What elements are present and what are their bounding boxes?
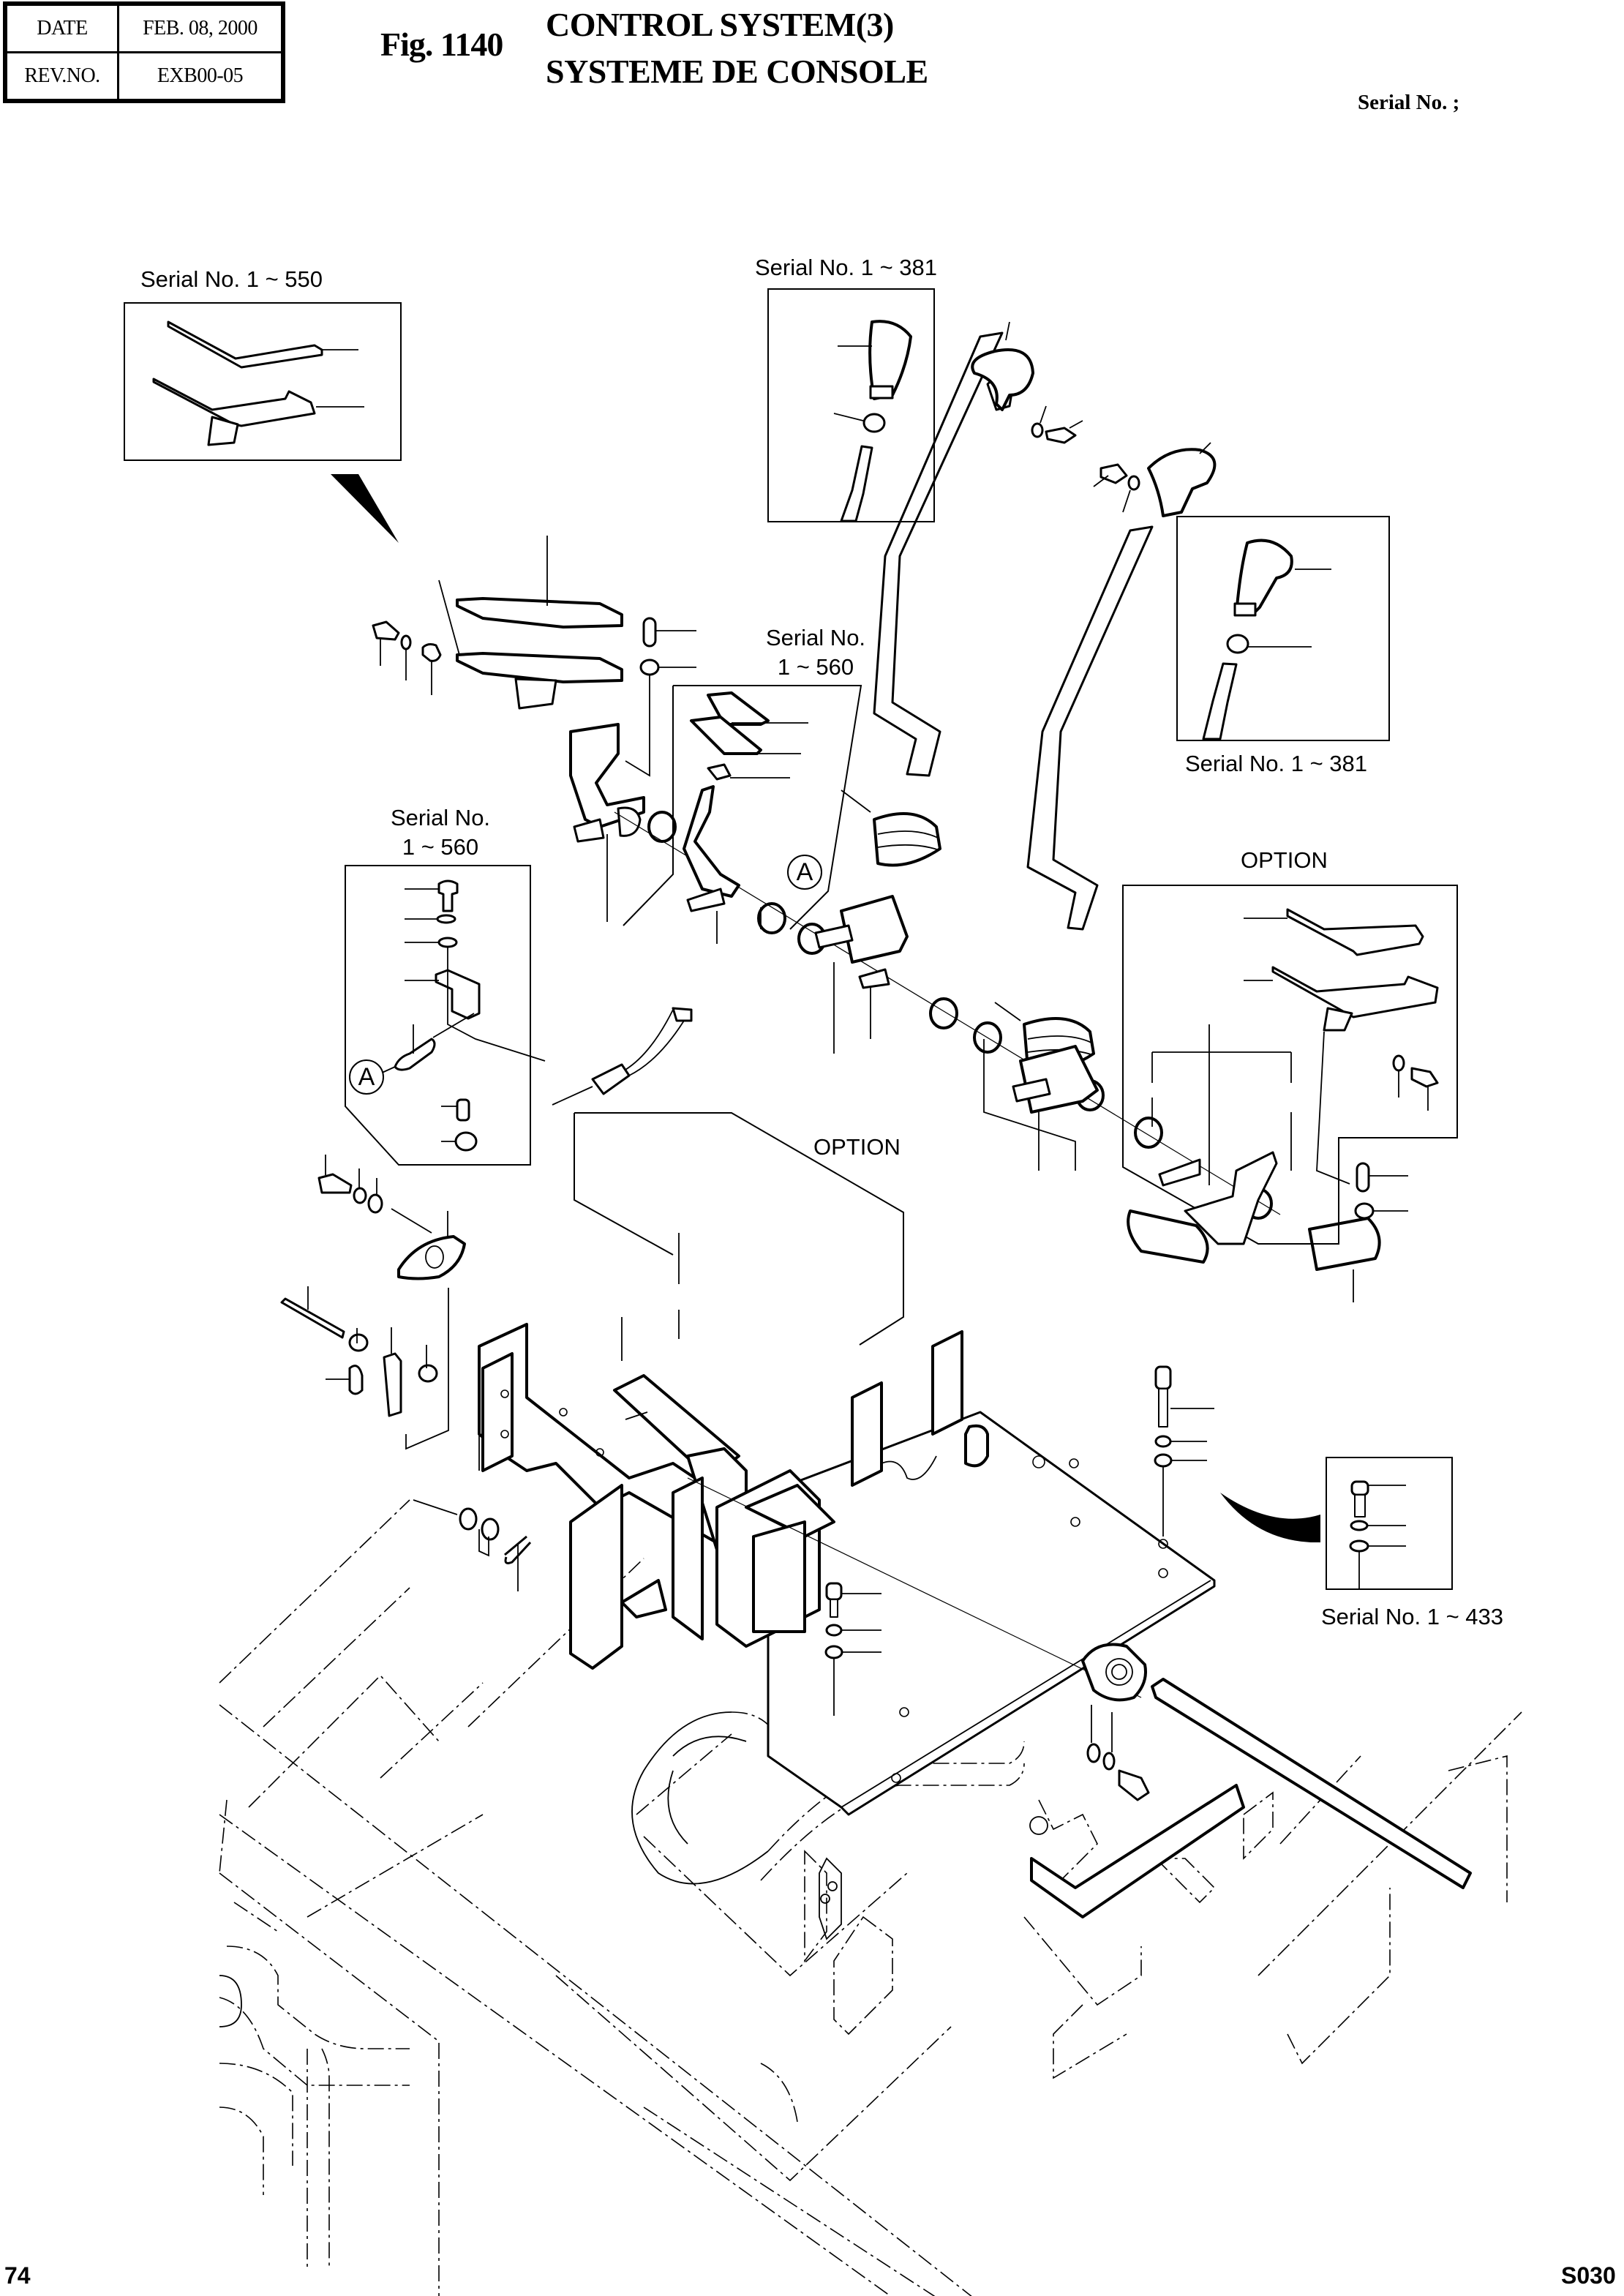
inset-pedal-pad-label: Serial No. 1 ~ 560 xyxy=(761,623,871,682)
figure-number: Fig. 1140 xyxy=(380,26,503,63)
pressure-switch xyxy=(552,1007,693,1106)
inset-bolt-set-arrow xyxy=(1220,1493,1320,1543)
title-french: SYSTEME DE CONSOLE xyxy=(546,53,928,90)
inset-spring-bracket-label-line1: Serial No. xyxy=(390,805,491,830)
socket-bolt-stack xyxy=(1154,1365,1214,1537)
left-control-lever xyxy=(873,331,1015,777)
right-control-lever xyxy=(1026,525,1154,931)
inset-pedal-pad xyxy=(623,685,862,930)
pedal-pad-variant xyxy=(683,691,808,944)
spring-bracket-assy xyxy=(405,1288,480,1471)
inset-spring-bracket-label: Serial No. 1 ~ 560 xyxy=(386,803,495,862)
console-base-plate xyxy=(767,1411,1216,1816)
inset-pedal-pad-label-line1: Serial No. xyxy=(765,625,866,650)
figure-title: CONTROL SYSTEM(3) SYSTEME DE CONSOLE xyxy=(546,1,928,95)
option-link-plate xyxy=(326,1327,438,1417)
inset-option-pedal-label: OPTION xyxy=(1241,847,1328,873)
left-lever-base xyxy=(814,895,909,1054)
inset-knob-right xyxy=(1176,516,1390,741)
date-label: DATE xyxy=(4,2,119,53)
inset-knob-left-label: Serial No. 1 ~ 381 xyxy=(755,255,938,280)
floor-bolt-stack xyxy=(824,1582,881,1716)
inset-bolt-set-label: Serial No. 1 ~ 433 xyxy=(1321,1604,1504,1629)
lever-base-plate xyxy=(1029,1784,1245,1918)
pedal-mount-bolts xyxy=(372,620,442,695)
right-lever-grip xyxy=(1093,442,1217,517)
travel-pedal-pads xyxy=(438,536,623,710)
inset-option-linkage-label: OPTION xyxy=(813,1134,901,1160)
inset-knob-left xyxy=(767,288,935,522)
callout-a-spring: A xyxy=(349,1059,384,1095)
pivot-bolt-set xyxy=(317,1155,383,1214)
lower-washers-pin xyxy=(413,1499,532,1591)
console-frame xyxy=(478,1317,835,1670)
inset-knob-right-label: Serial No. 1 ~ 381 xyxy=(1185,751,1368,776)
date-value: FEB. 08, 2000 xyxy=(117,2,285,53)
end-pivot-block xyxy=(1308,1162,1408,1302)
inset-pedal-variant xyxy=(124,302,402,461)
rev-label: REV.NO. xyxy=(4,51,119,102)
left-lever-grip xyxy=(971,321,1083,444)
right-lever-base xyxy=(983,1039,1099,1171)
inset-spring-bracket-label-line2: 1 ~ 560 xyxy=(402,834,479,860)
lever-support-posts xyxy=(851,1330,989,1487)
shaft-bearing-flange xyxy=(1081,1643,1147,1702)
inset-bolt-set xyxy=(1326,1457,1453,1590)
page-number: 74 xyxy=(4,2262,31,2289)
left-lever-boot xyxy=(841,789,941,867)
pedal-bracket xyxy=(569,723,645,922)
cross-shaft xyxy=(687,1477,1472,1889)
set-screw-nut xyxy=(625,617,696,777)
inset-option-pedal xyxy=(1122,885,1458,1245)
option-stop-rod xyxy=(280,1286,345,1339)
pivot-flange xyxy=(391,1208,466,1280)
drawing-code: S030 xyxy=(1561,2262,1616,2289)
serial-number-label: Serial No. ; xyxy=(1358,91,1460,114)
title-english: CONTROL SYSTEM(3) xyxy=(546,6,894,43)
inset-pedal-pad-label-line2: 1 ~ 560 xyxy=(777,654,854,680)
inset-pedal-variant-label: Serial No. 1 ~ 550 xyxy=(140,266,323,292)
sleeve-pipe xyxy=(1127,1209,1209,1264)
callout-a-pedal: A xyxy=(787,855,822,890)
inset-pointer-arrow xyxy=(331,474,399,543)
rev-value: EXB00-05 xyxy=(117,51,285,102)
inset-spring-bracket xyxy=(345,865,546,1166)
shaft-mount-bolts xyxy=(1086,1705,1150,1801)
inset-option-linkage xyxy=(574,1112,904,1346)
revision-table: DATE FEB. 08, 2000 REV.NO. EXB00-05 xyxy=(3,1,285,103)
